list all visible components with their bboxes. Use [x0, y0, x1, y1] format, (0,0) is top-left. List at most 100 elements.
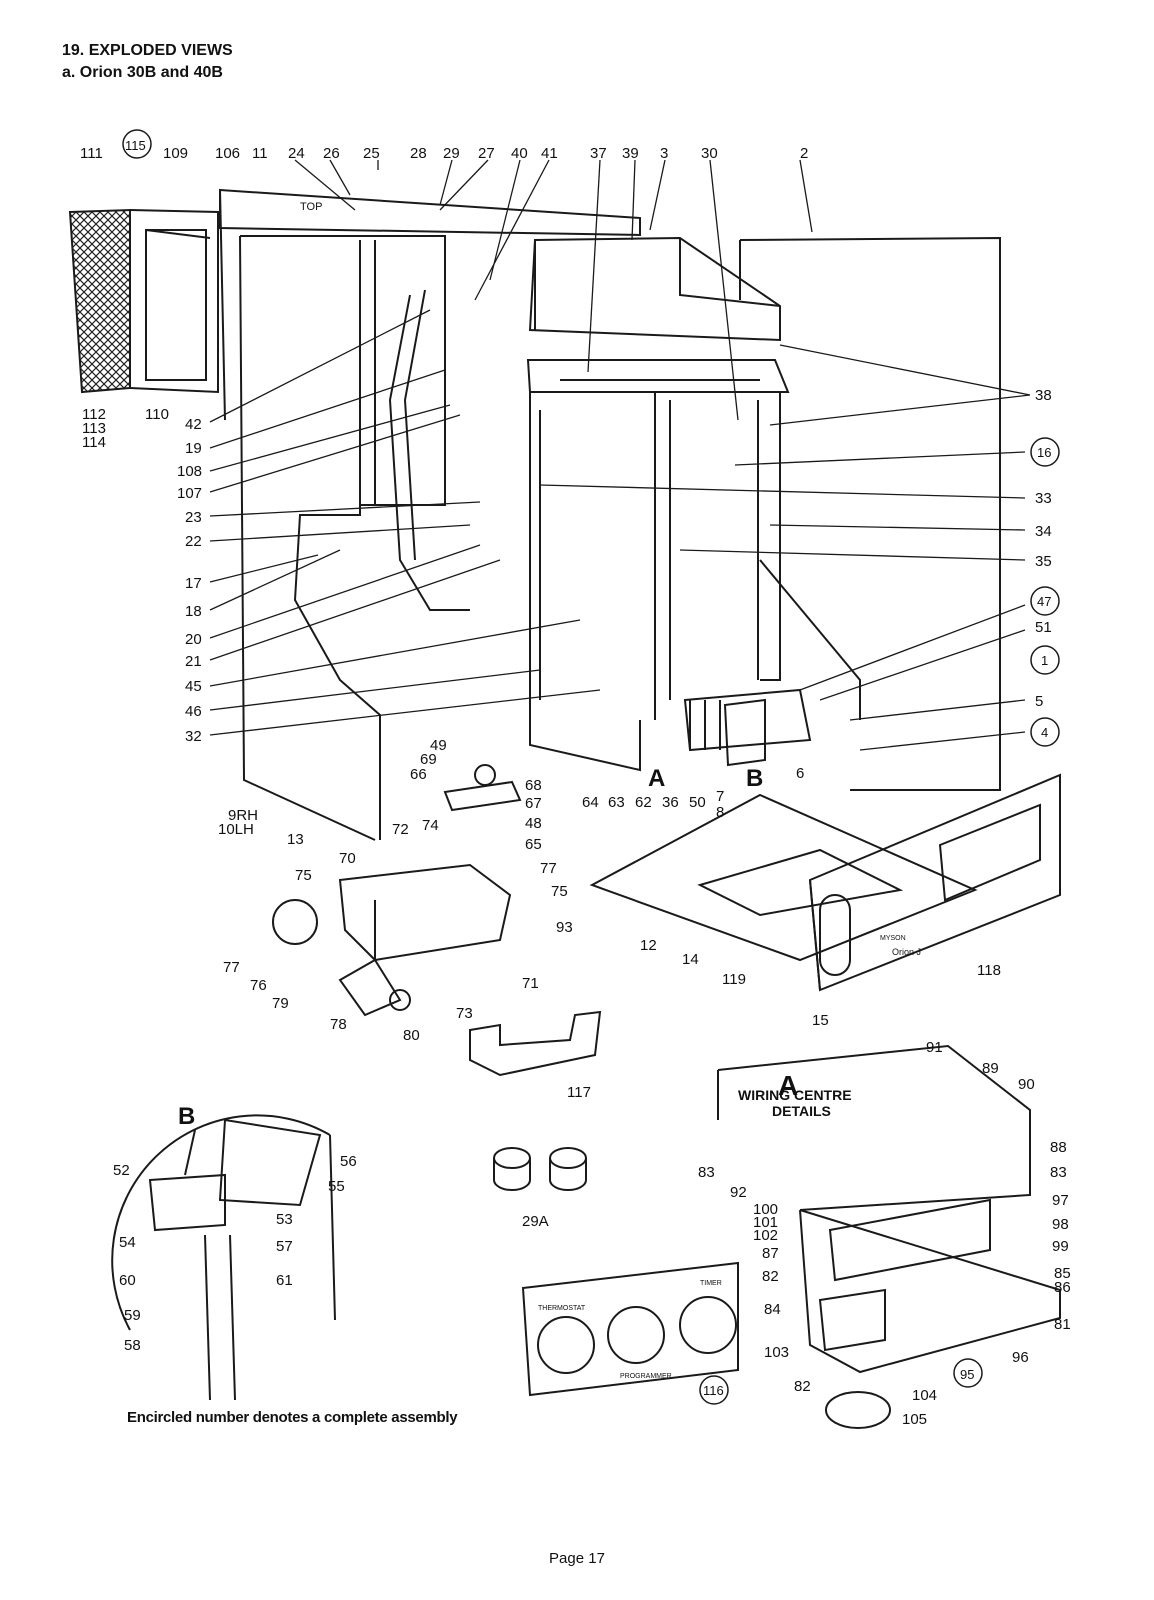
view-marker-b: B	[746, 765, 763, 792]
gas-valve-assembly	[272, 863, 512, 1017]
label-70: 70	[339, 850, 356, 867]
label-98: 98	[1052, 1216, 1069, 1233]
label-56: 56	[340, 1153, 357, 1170]
part-labels: 111 115 109 106 11 24 26 25 28 29 27 40 …	[80, 138, 1071, 1428]
label-48: 48	[525, 815, 542, 832]
label-116: 116	[703, 1383, 724, 1398]
label-87: 87	[762, 1245, 779, 1262]
section-heading: 19. EXPLODED VIEWS	[62, 42, 233, 59]
wiring-centre-caption: WIRING CENTRE	[738, 1087, 852, 1103]
label-95: 95	[960, 1367, 974, 1382]
label-80: 80	[403, 1027, 420, 1044]
label-100: 100	[753, 1201, 778, 1218]
right-casing-panel	[739, 236, 1001, 791]
label-75a: 75	[295, 867, 312, 884]
label-37: 37	[590, 145, 607, 162]
label-82a: 82	[762, 1268, 779, 1285]
label-24: 24	[288, 145, 305, 162]
label-42: 42	[185, 416, 202, 433]
label-54: 54	[119, 1234, 136, 1251]
label-66: 66	[410, 766, 427, 783]
label-6: 6	[796, 765, 804, 782]
label-9rh: 9RH	[228, 807, 258, 824]
label-18: 18	[185, 603, 202, 620]
label-25: 25	[363, 145, 380, 162]
label-97: 97	[1052, 1192, 1069, 1209]
label-111: 111	[80, 145, 103, 162]
label-101: 101	[753, 1214, 778, 1231]
label-7: 7	[716, 788, 724, 805]
flue-hood	[528, 236, 781, 342]
label-41: 41	[541, 145, 558, 162]
label-84: 84	[764, 1301, 781, 1318]
label-19: 19	[185, 440, 202, 457]
label-93: 93	[556, 919, 573, 936]
label-75b: 75	[551, 883, 568, 900]
label-58: 58	[124, 1337, 141, 1354]
label-76: 76	[250, 977, 267, 994]
label-39: 39	[622, 145, 639, 162]
label-71: 71	[522, 975, 539, 992]
label-23: 23	[185, 509, 202, 526]
label-104: 104	[912, 1387, 937, 1404]
detail-b-title: B	[178, 1103, 195, 1130]
page-number: Page 17	[549, 1550, 605, 1567]
label-5: 5	[1035, 693, 1043, 710]
front-cover	[808, 773, 1061, 992]
label-60: 60	[119, 1272, 136, 1289]
label-10lh: 10LH	[218, 821, 254, 838]
label-21: 21	[185, 653, 202, 670]
footnote: Encircled number denotes a complete asse…	[127, 1409, 458, 1426]
label-16: 16	[1037, 445, 1051, 460]
label-112: 112	[82, 406, 106, 423]
label-77a: 77	[540, 860, 557, 877]
label-8: 8	[716, 804, 724, 821]
programmer-label: PROGRAMMER	[620, 1373, 672, 1380]
label-3: 3	[660, 145, 668, 162]
label-15: 15	[812, 1012, 829, 1029]
label-59: 59	[124, 1307, 141, 1324]
label-2: 2	[800, 145, 808, 162]
burner-assembly	[683, 688, 812, 767]
circled-markers	[122, 129, 1060, 1405]
label-88: 88	[1050, 1139, 1067, 1156]
thermostat-label: THERMOSTAT	[538, 1305, 586, 1312]
label-49: 49	[430, 737, 447, 754]
label-115: 115	[125, 138, 146, 153]
label-79: 79	[272, 995, 289, 1012]
label-81: 81	[1054, 1316, 1071, 1333]
heat-exchanger	[526, 359, 790, 772]
label-40: 40	[511, 145, 528, 162]
label-20: 20	[185, 631, 202, 648]
cover-model: Orion J	[892, 947, 921, 957]
label-90: 90	[1018, 1076, 1035, 1093]
label-77b: 77	[223, 959, 240, 976]
label-63: 63	[608, 794, 625, 811]
bracket	[469, 1010, 602, 1077]
label-74: 74	[422, 817, 439, 834]
detail-b-view	[111, 1114, 336, 1401]
label-45: 45	[185, 678, 202, 695]
subsection-heading: a. Orion 30B and 40B	[62, 64, 223, 81]
label-107: 107	[177, 485, 202, 502]
label-55: 55	[328, 1178, 345, 1195]
label-72: 72	[392, 821, 409, 838]
label-65: 65	[525, 836, 542, 853]
label-82b: 82	[794, 1378, 811, 1395]
label-62: 62	[635, 794, 652, 811]
label-4: 4	[1041, 725, 1048, 740]
label-69: 69	[420, 751, 437, 768]
label-32: 32	[185, 728, 202, 745]
label-105: 105	[902, 1411, 927, 1428]
label-83b: 83	[1050, 1164, 1067, 1181]
label-57: 57	[276, 1238, 293, 1255]
label-29: 29	[443, 145, 460, 162]
label-119: 119	[722, 971, 746, 988]
label-92: 92	[730, 1184, 747, 1201]
label-64: 64	[582, 794, 599, 811]
label-113: 113	[82, 420, 106, 437]
label-78: 78	[330, 1016, 347, 1033]
filter-pad	[68, 208, 219, 394]
label-91: 91	[926, 1039, 943, 1056]
label-26: 26	[323, 145, 340, 162]
